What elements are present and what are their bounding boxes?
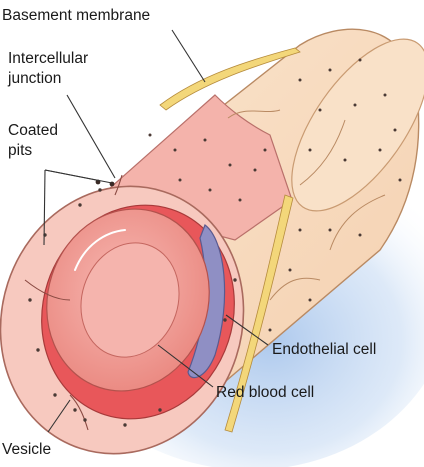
label-coated-pits-line2: pits [8,141,32,160]
label-basement-membrane: Basement membrane [2,6,150,25]
label-coated-pits-line1: Coated [8,121,58,140]
label-red-blood-cell: Red blood cell [216,383,314,402]
label-vesicle: Vesicle [2,440,51,459]
label-intercellular-junction-line2: junction [8,69,61,88]
label-intercellular-junction-line1: Intercellular [8,49,88,68]
label-endothelial-cell: Endothelial cell [272,340,376,359]
